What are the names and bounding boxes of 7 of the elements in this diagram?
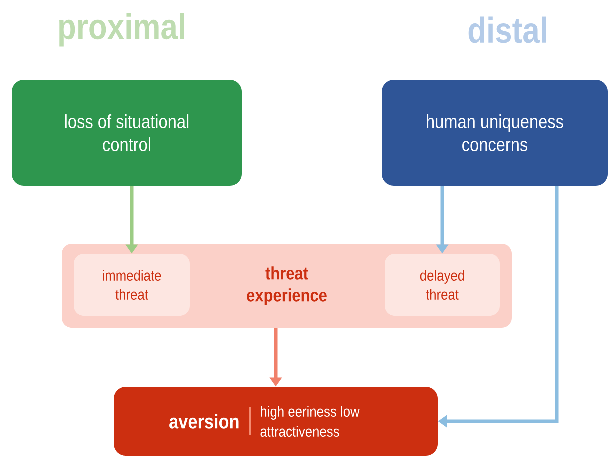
column-heading: proximal	[60, 13, 184, 47]
process-box: loss of situational control	[12, 80, 242, 186]
sub-box: immediate threat	[74, 254, 190, 316]
process-box: human uniqueness concerns	[382, 80, 608, 186]
column-heading: distal	[468, 16, 546, 44]
sub-box: delayed threat	[385, 254, 500, 316]
outcome-box: aversion high eeriness low attractiveness	[114, 387, 438, 456]
